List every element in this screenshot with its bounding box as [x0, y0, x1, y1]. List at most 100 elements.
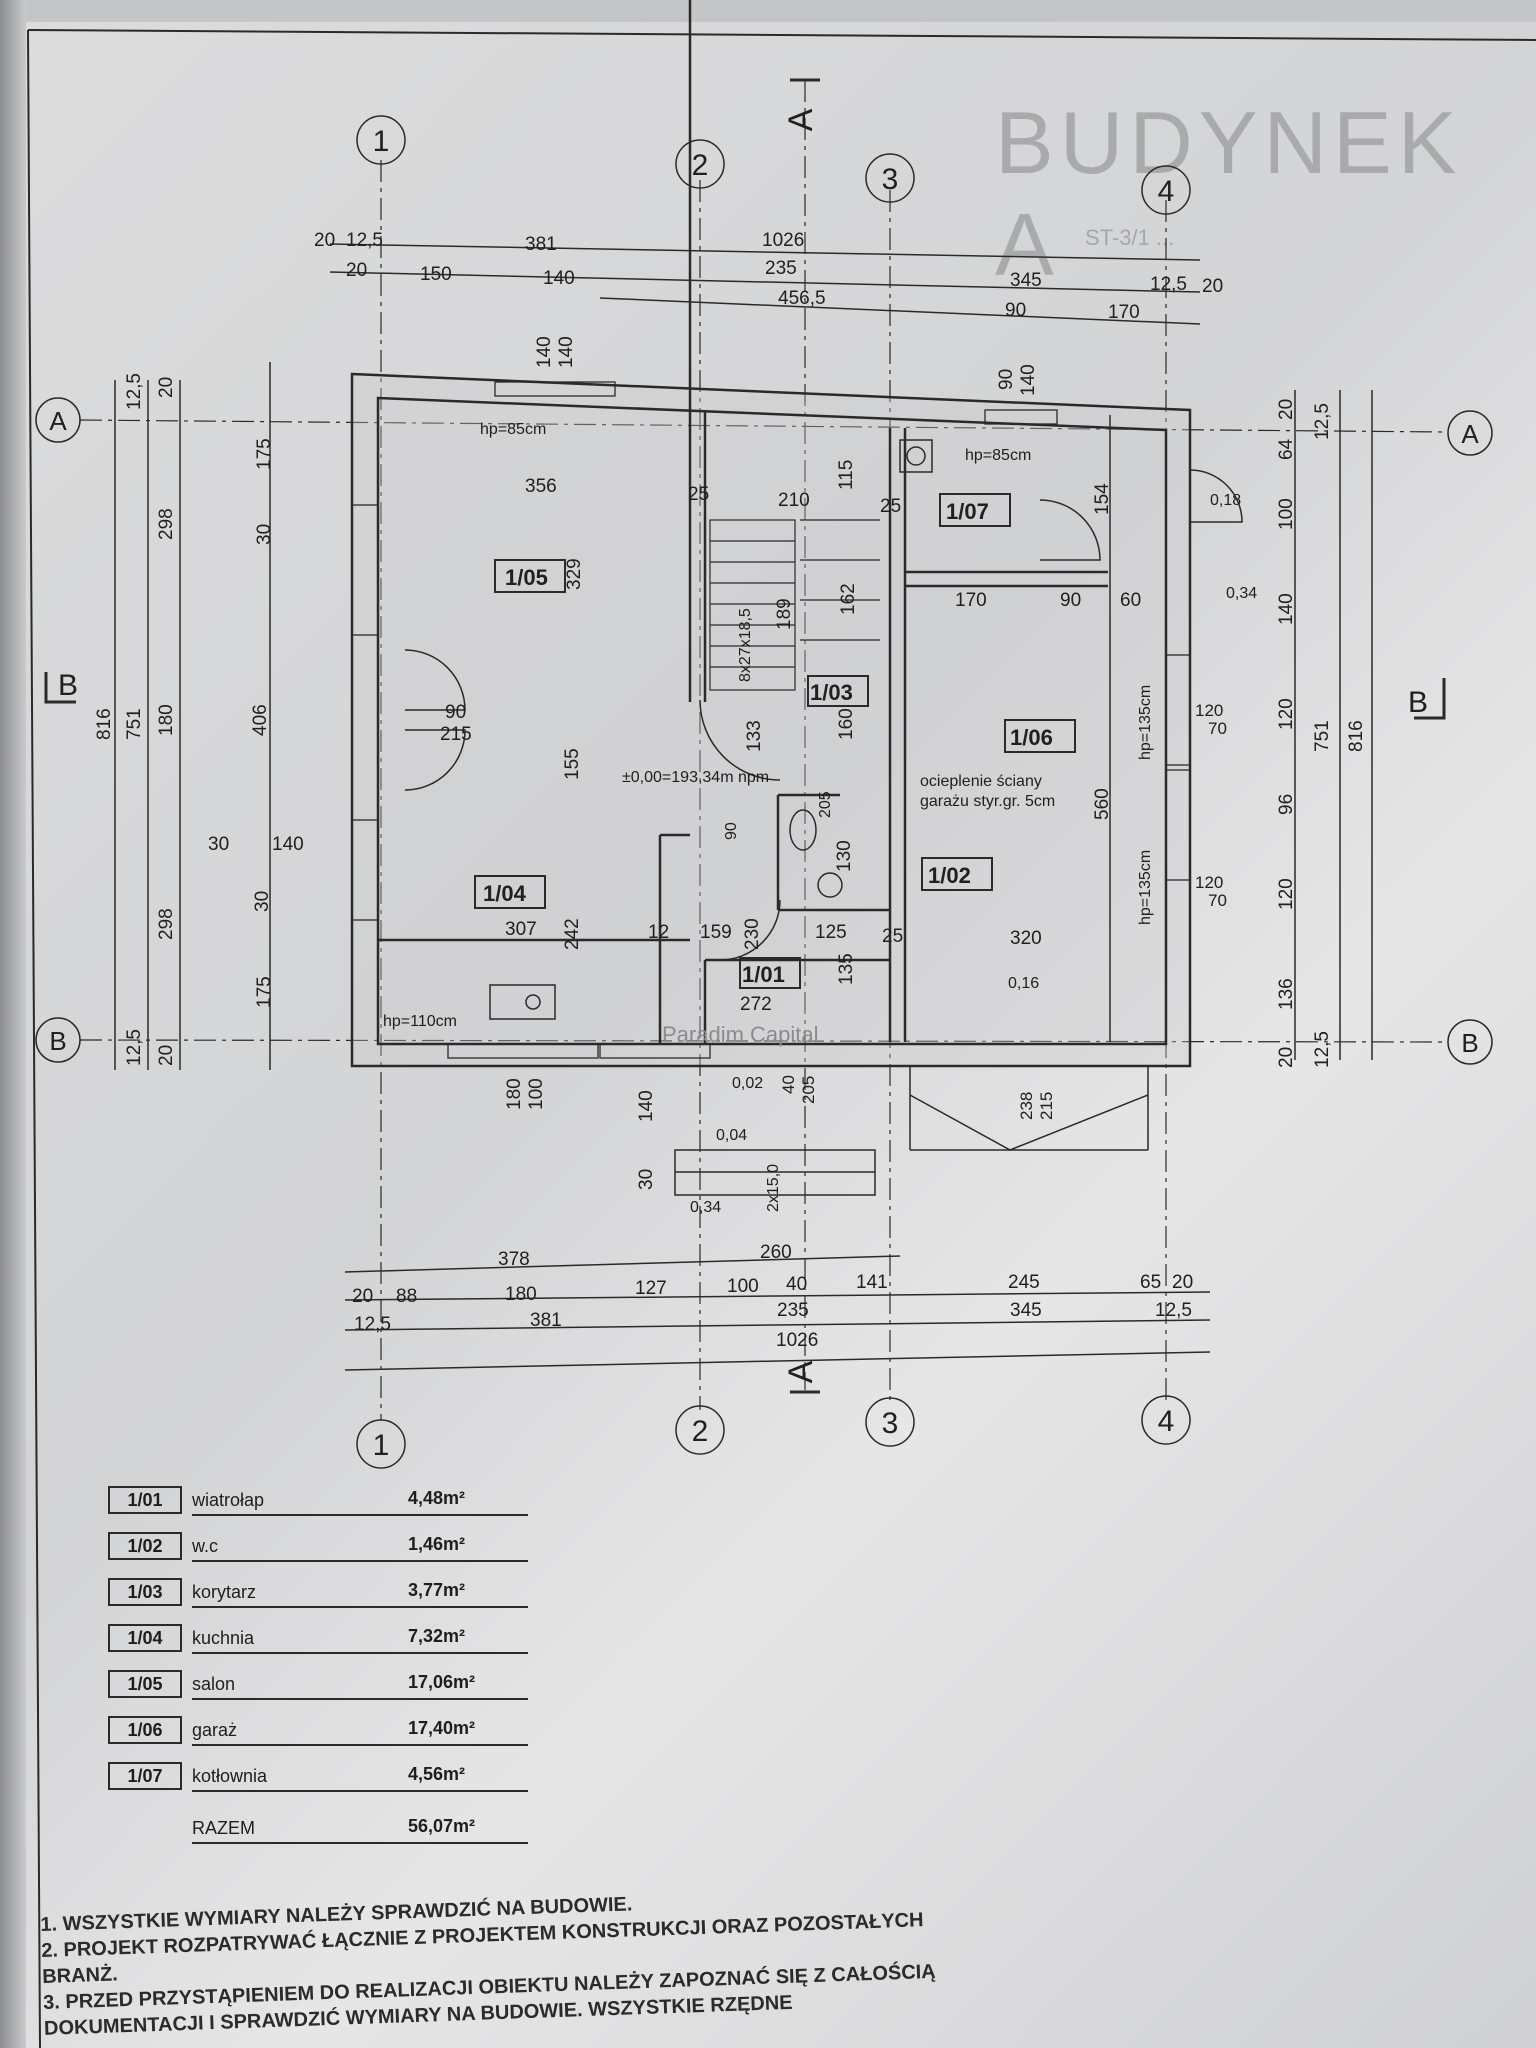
dim-bot-100: 100 — [727, 1276, 759, 1297]
dim-25b: 25 — [880, 496, 901, 517]
dim-140: 140 — [636, 1090, 657, 1122]
dim-line-bottom-3 — [344, 1319, 1211, 1331]
dim-left-30c: 30 — [252, 891, 273, 912]
room-tag-102: 1/02 — [928, 863, 971, 888]
section-a-label-bottom: A — [782, 1360, 820, 1383]
label-insul1: ocieplenie ściany — [920, 773, 1042, 790]
dim-right-12-5b: 12,5 — [1312, 1031, 1333, 1068]
dim-70b: 70 — [1208, 891, 1227, 910]
dim-bot-127: 127 — [635, 1278, 667, 1299]
sheet-top-edge — [0, 0, 1536, 22]
dim-bot-381: 381 — [530, 1310, 562, 1331]
dim-70a: 70 — [1208, 719, 1227, 738]
label-018: 0,18 — [1210, 492, 1241, 509]
axis-label-b-right: B — [1461, 1028, 1478, 1058]
dim-bot-65: 65 — [1140, 1272, 1161, 1293]
dim-top-140: 140 — [543, 268, 575, 289]
dims-right: 64 20 12,5 100 140 120 96 120 136 751 81… — [1276, 399, 1367, 1068]
dim-bot-40: 40 — [786, 1274, 807, 1295]
building-title: BUDYNEK A — [995, 93, 1463, 294]
dim-100: 100 — [526, 1078, 547, 1110]
label-steps: 2x15,0 — [765, 1164, 782, 1212]
dim-left-30a: 30 — [254, 524, 275, 545]
dim-top-235: 235 — [765, 258, 797, 279]
room-name: kotłownia — [192, 1766, 268, 1786]
dim-40: 40 — [779, 1075, 798, 1094]
total-area: 56,07m² — [408, 1816, 476, 1836]
room-name: w.c — [192, 1536, 219, 1556]
dim-top-12-5b: 12,5 — [1150, 274, 1187, 295]
row-underline — [192, 1652, 528, 1654]
dim-bot-260: 260 — [760, 1242, 792, 1263]
room-name: korytarz — [192, 1582, 257, 1602]
room-code: 1/05 — [108, 1670, 182, 1698]
dim-bot-378: 378 — [498, 1249, 530, 1270]
sheet-border-top — [27, 29, 1536, 41]
dim-bot-235: 235 — [777, 1300, 809, 1321]
dim-left-20b: 20 — [156, 1045, 177, 1066]
dim-line-top-1 — [329, 243, 1201, 261]
dim-560: 560 — [1092, 788, 1113, 820]
label-hp135a: hp=135cm — [1137, 685, 1154, 760]
dim-205b: 205 — [799, 1076, 818, 1104]
room-area: 1,46m² — [408, 1534, 466, 1554]
dim-160: 160 — [836, 708, 857, 740]
axis-bubble-2-top — [675, 139, 725, 189]
dim-bot-180: 180 — [505, 1284, 537, 1305]
stairs — [709, 519, 880, 691]
axis-label-1-top: 1 — [373, 125, 390, 158]
room-schedule: 1/01 wiatrołap 4,48m² 1/02 w.c 1,46m² 1/… — [108, 1480, 528, 1854]
room-schedule-row: 1/04 kuchnia 7,32m² — [108, 1618, 528, 1664]
dim-top-v140a: 140 — [534, 336, 555, 368]
dim-12: 12 — [648, 922, 669, 943]
dim-left-20: 20 — [156, 377, 177, 398]
room-area: 17,06m² — [408, 1672, 476, 1692]
room-code: 1/04 — [108, 1624, 182, 1652]
axis-bubble-1-bottom — [356, 1419, 406, 1469]
room-code: 1/03 — [108, 1578, 182, 1606]
row-underline — [192, 1790, 528, 1792]
boiler-icon — [906, 446, 926, 466]
dim-bot-141: 141 — [856, 1272, 888, 1293]
axis-label-4-top: 4 — [1158, 175, 1175, 208]
dim-top-456: 456,5 — [778, 288, 826, 309]
axis-label-a-left: A — [49, 406, 67, 436]
sheet-border-left — [27, 29, 41, 2048]
dim-329: 329 — [564, 558, 585, 590]
dim-line-top-2 — [329, 271, 1201, 293]
dim-left-298: 298 — [156, 508, 177, 540]
dim-top-381: 381 — [525, 234, 557, 255]
label-hp85b: hp=85cm — [965, 447, 1031, 464]
room-area: 3,77m² — [408, 1580, 466, 1600]
room-tag-106: 1/06 — [1010, 725, 1053, 750]
toilet-icon — [789, 809, 817, 851]
total-underline — [192, 1842, 528, 1844]
label-level0: ±0,00=193,34m npm — [622, 769, 769, 786]
label-016: 0,16 — [1008, 975, 1039, 992]
room-schedule-row: 1/02 w.c 1,46m² — [108, 1526, 528, 1572]
dim-right-20: 20 — [1276, 399, 1297, 420]
dim-115: 115 — [836, 460, 857, 490]
dim-90b: 90 — [445, 702, 466, 723]
partitions — [378, 0, 1111, 1044]
row-underline — [192, 1606, 528, 1608]
dim-320: 320 — [1010, 928, 1042, 949]
room-tags: 1/05 1/04 1/03 1/01 1/02 1/06 1/07 — [474, 493, 1076, 989]
dim-135: 135 — [836, 953, 857, 985]
dim-left-406: 406 — [250, 704, 271, 736]
room-code: 1/06 — [108, 1716, 182, 1744]
axis-bubble-a-left — [35, 397, 81, 443]
dim-left-140: 140 — [272, 834, 304, 855]
dim-left-816: 816 — [94, 708, 115, 740]
dim-210: 210 — [778, 490, 810, 511]
dim-bot-12-5b: 12,5 — [1155, 1300, 1192, 1321]
dim-right-96: 96 — [1276, 794, 1297, 815]
axis-bubble-3-top — [865, 153, 915, 203]
dim-230: 230 — [742, 918, 763, 950]
section-b-label-left: B — [58, 669, 78, 702]
dim-right-136: 136 — [1276, 978, 1297, 1010]
dim-right-120b: 120 — [1276, 878, 1297, 910]
section-a-label-top: A — [782, 108, 820, 131]
room-area: 7,32m² — [408, 1626, 466, 1646]
